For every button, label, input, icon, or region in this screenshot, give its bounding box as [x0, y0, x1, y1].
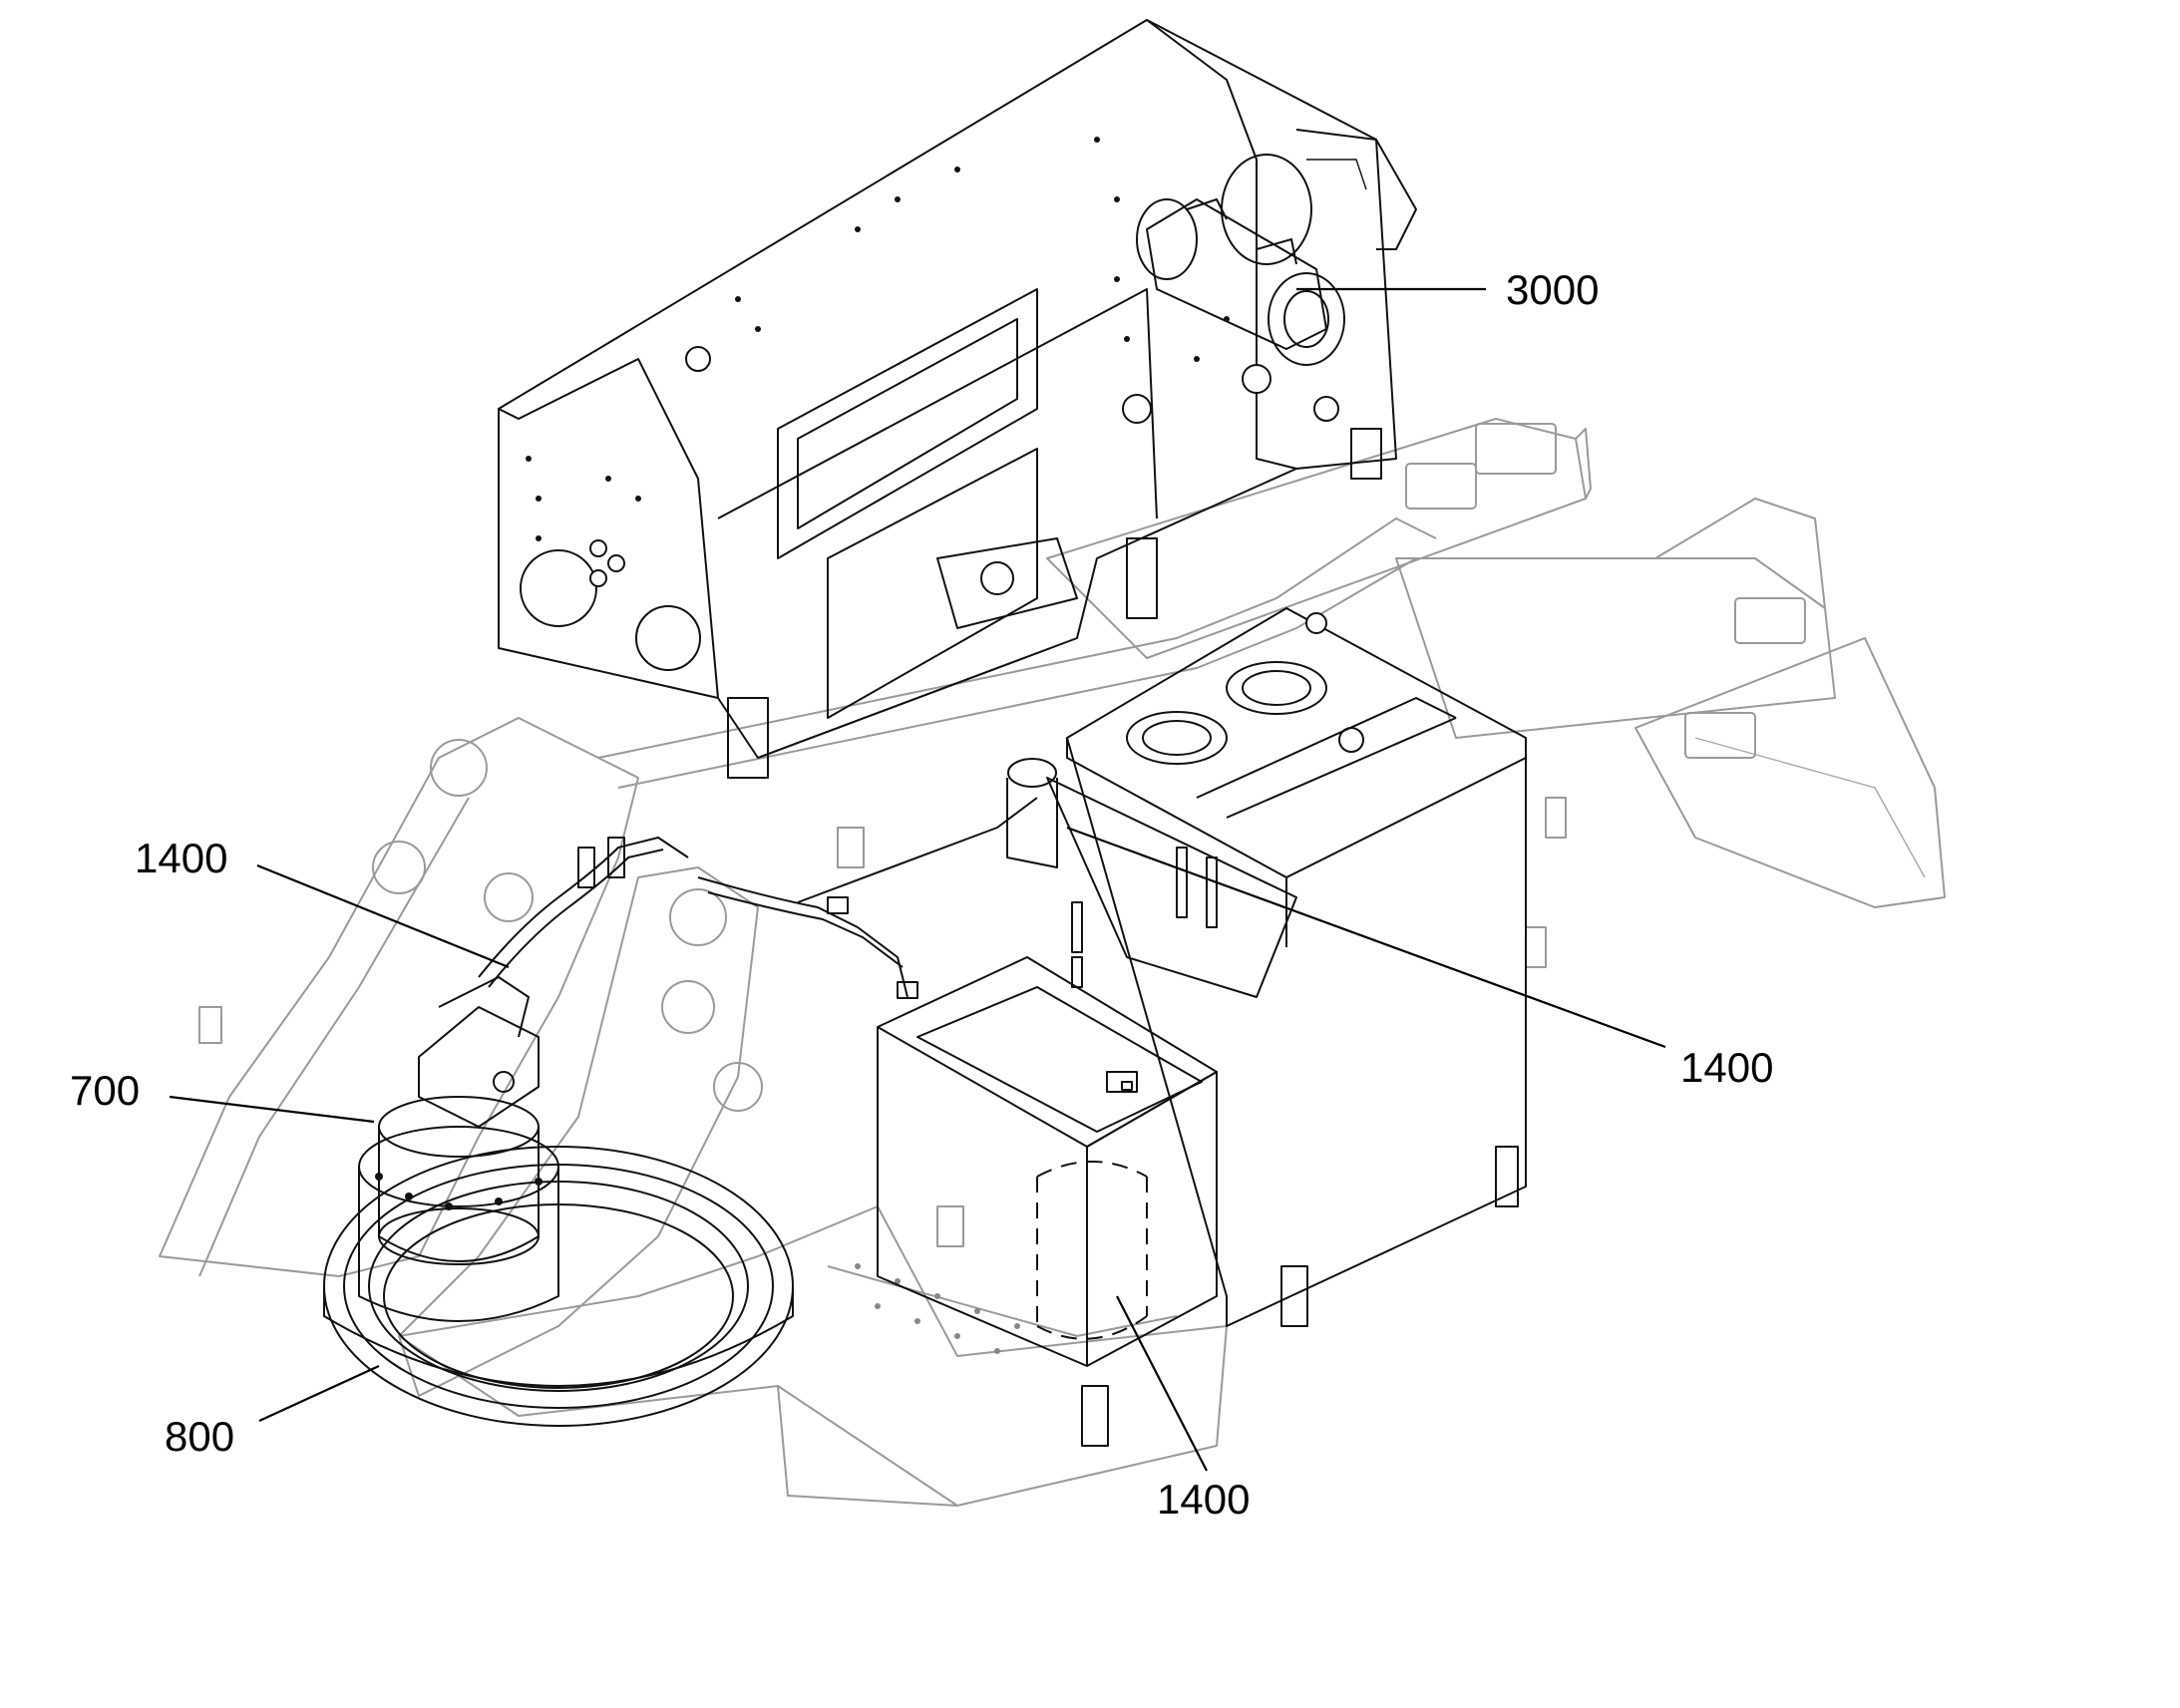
- hose-lines: [478, 797, 1038, 999]
- leader-1400-bottom: [1116, 1295, 1208, 1472]
- callout-800: 800: [165, 1413, 234, 1460]
- leader-700: [169, 1095, 375, 1124]
- leader-1400-right: [1066, 826, 1666, 1049]
- tank-assembly: [1006, 607, 1527, 1447]
- callout-labels: 3000 1400 700 1400 800 1400: [70, 266, 1773, 1523]
- slewing-ring: [323, 1146, 794, 1427]
- leader-1400-left: [256, 863, 510, 969]
- leader-800: [258, 1365, 380, 1422]
- swing-motor: [358, 976, 559, 1322]
- upper-frame: [498, 19, 1417, 779]
- hydraulic-box: [877, 956, 1218, 1367]
- cylinder-assembly: [1136, 154, 1345, 366]
- chassis-ghost-outline: [159, 418, 1946, 1507]
- leader-lines: [169, 287, 1666, 1472]
- callout-1400-bottom: 1400: [1157, 1476, 1250, 1523]
- callout-1400-left: 1400: [135, 835, 227, 881]
- callout-1400-right: 1400: [1680, 1044, 1773, 1091]
- callout-700: 700: [70, 1067, 140, 1114]
- callout-3000: 3000: [1506, 266, 1599, 313]
